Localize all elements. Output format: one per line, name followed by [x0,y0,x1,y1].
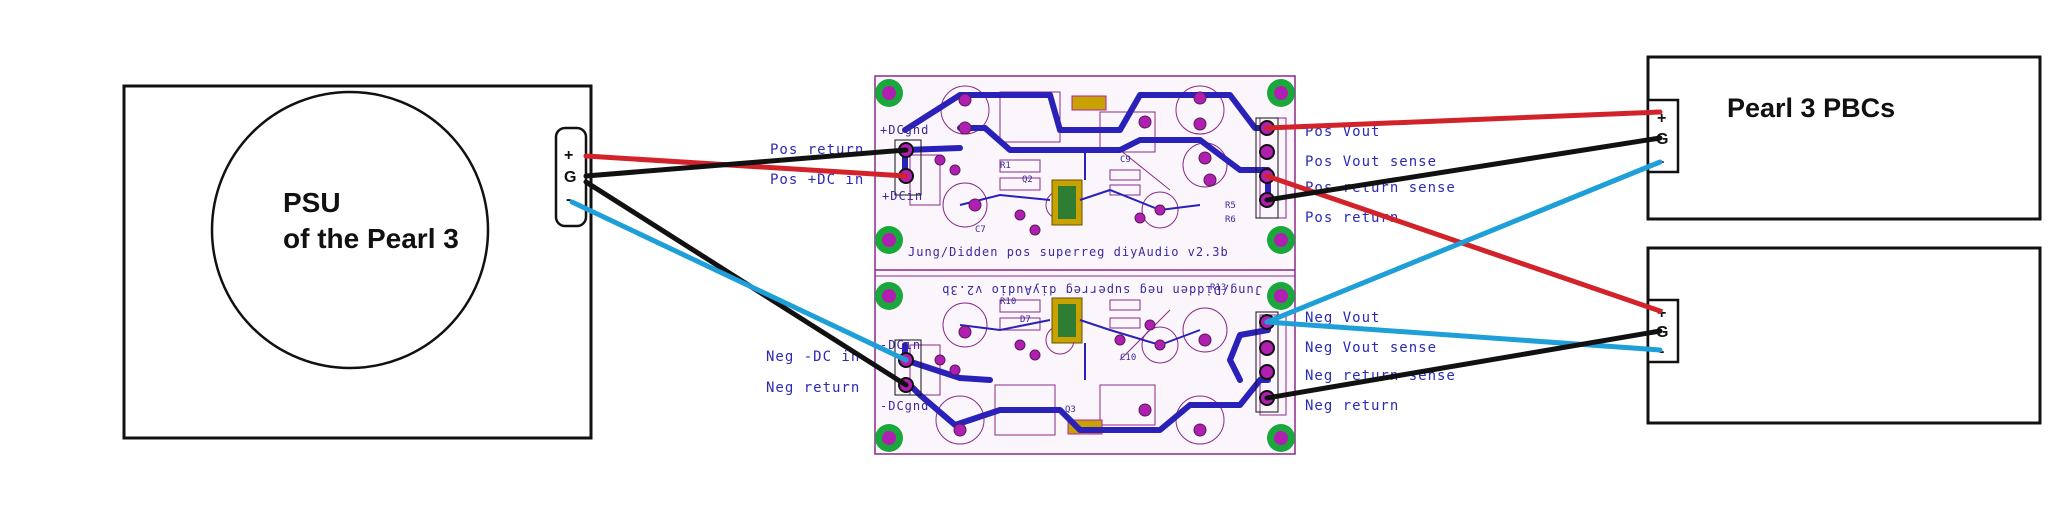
label-pos-return-sense: Pos return sense [1305,180,1456,196]
pcb-bottom-caption: Jung/Didden neg superreg diyAudio v2.3b [941,283,1262,297]
svg-text:R6: R6 [1225,215,1236,225]
pbc-bottom-terminal-g: G [1656,324,1668,341]
svg-text:D7: D7 [1020,315,1031,325]
psu-title-line2: of the Pearl 3 [283,223,459,254]
pcb-top-label-dcgnd: +DCgnd [880,123,929,137]
psu-terminal-plus: + [564,147,573,164]
pbc-top-terminal-plus: + [1657,110,1666,127]
wire-pos-vout-to-pbc1-plus [1264,109,1663,131]
psu-terminal-g: G [564,169,576,186]
svg-text:C7: C7 [975,225,986,235]
pcb-mounting-holes [875,79,1295,452]
svg-text:R5: R5 [1225,201,1236,211]
pbc-box-bottom: + G - [1646,246,2042,425]
svg-text:R10: R10 [1000,297,1016,307]
pcb-pads [934,91,1217,437]
label-neg-vout-sense: Neg Vout sense [1305,340,1437,356]
pbc-title: Pearl 3 PBCs [1727,93,1895,123]
label-neg-return-out: Neg return [1305,398,1399,414]
pbc-top-terminal-g: G [1656,131,1668,148]
wire-psu-minus-to-neg-dcin [569,199,909,363]
psu-box: PSU of the Pearl 3 + G - [122,84,593,440]
label-neg-dc-in: Neg -DC in [766,349,860,365]
pcb-outline [874,75,1296,455]
psu-terminal-minus: - [566,191,571,208]
wire-pos-return-to-pbc1-g [1264,135,1663,203]
pcb-bottom-label-dcin: -DCin [880,338,921,352]
label-pos-vout-sense: Pos Vout sense [1305,154,1437,170]
psu-transformer-circle [210,90,490,370]
pcb-top-caption: Jung/Didden pos superreg diyAudio v2.3b [908,245,1229,259]
label-neg-vout: Neg Vout [1305,310,1380,326]
wire-psu-plus-to-pos-dcin [583,153,909,179]
svg-text:C10: C10 [1120,353,1136,363]
label-neg-return-in: Neg return [766,380,860,396]
svg-text:Q3: Q3 [1065,405,1076,415]
pbc-box-top: Pearl 3 PBCs + G - [1646,55,2042,221]
pcb-top-label-dcin: +DCin [882,189,923,203]
pcb-thin-traces [959,150,1201,380]
wire-neg-return-to-pbc2-g [1264,328,1663,401]
wires [569,109,1663,401]
pbc-bottom-outline [1646,246,2042,425]
svg-text:R1: R1 [1000,161,1011,171]
pcb-io-labels: Pos return Pos +DC in Pos Vout Pos Vout … [766,124,1456,414]
svg-text:C9: C9 [1120,155,1131,165]
pbc-bottom-terminal-plus: + [1657,305,1666,322]
svg-text:Q2: Q2 [1022,175,1033,185]
svg-text:R13: R13 [1210,283,1226,293]
wire-neg-vout-to-pbc1-minus [1264,159,1663,325]
wire-neg-vout-sense-to-pbc2-minus [1264,319,1663,353]
psu-title-line1: PSU [283,187,341,218]
wire-psu-g-to-pos-return [583,147,909,179]
pcb-bottom-label-dcgnd: -DCgnd [880,399,929,413]
label-pos-dc-in: Pos +DC in [770,172,864,188]
pbc-top-outline [1646,55,2042,221]
